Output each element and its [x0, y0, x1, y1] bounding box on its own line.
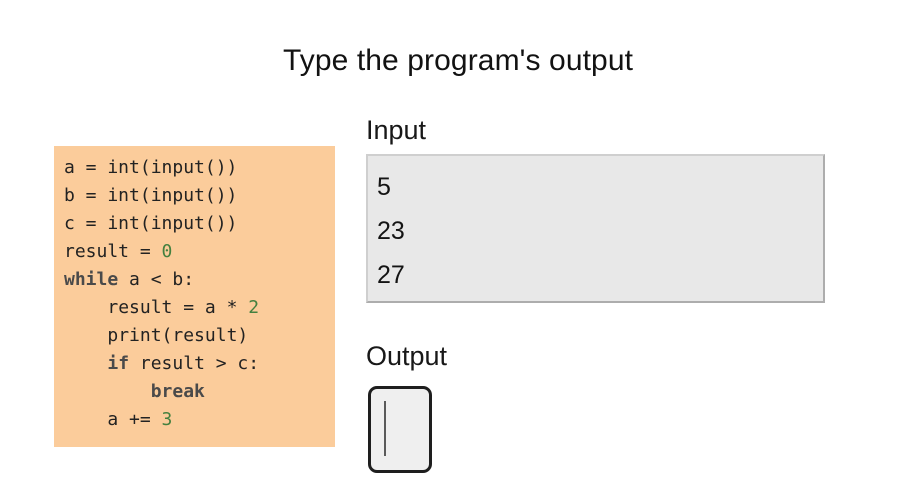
code-number: 3	[161, 409, 173, 430]
code-indent	[64, 381, 151, 402]
output-label: Output	[366, 341, 448, 371]
text-caret	[384, 401, 386, 456]
code-indent	[64, 353, 107, 374]
code-number: 2	[248, 297, 260, 318]
code-line: result = a * 2	[64, 294, 335, 322]
input-values: 5 23 27	[377, 165, 823, 297]
code-text: c = int(input())	[64, 213, 238, 234]
code-line: while a < b:	[64, 266, 335, 294]
code-keyword: if	[107, 353, 130, 374]
code-line: c = int(input())	[64, 210, 335, 238]
code-keyword: break	[150, 381, 205, 402]
code-listing: a = int(input()) b = int(input()) c = int(…	[64, 154, 335, 434]
code-panel: a = int(input()) b = int(input()) c = int(…	[54, 146, 335, 447]
input-label: Input	[366, 115, 427, 145]
code-indent	[64, 409, 107, 430]
code-text: a < b:	[118, 269, 195, 290]
code-text: result > c:	[129, 353, 260, 374]
input-textarea[interactable]: 5 23 27	[366, 154, 825, 303]
code-line: result = 0	[64, 238, 335, 266]
code-line: if result > c:	[64, 350, 335, 378]
output-input[interactable]	[368, 386, 432, 473]
code-line: b = int(input())	[64, 182, 335, 210]
page-title: Type the program's output	[282, 44, 634, 78]
code-line: break	[64, 378, 335, 406]
code-indent	[64, 297, 107, 318]
code-text: result =	[64, 241, 162, 262]
code-line: a += 3	[64, 406, 335, 434]
input-value-line: 27	[377, 261, 405, 289]
code-line: print(result)	[64, 322, 335, 350]
code-text: b = int(input())	[64, 185, 238, 206]
code-text: result = a *	[107, 297, 249, 318]
code-text: a +=	[107, 409, 162, 430]
code-indent	[64, 325, 107, 346]
code-number: 0	[161, 241, 173, 262]
code-line: a = int(input())	[64, 154, 335, 182]
code-text: print(result)	[107, 325, 249, 346]
code-keyword: while	[64, 269, 119, 290]
input-value-line: 5	[377, 173, 391, 201]
code-text: a = int(input())	[64, 157, 238, 178]
input-value-line: 23	[377, 217, 405, 245]
